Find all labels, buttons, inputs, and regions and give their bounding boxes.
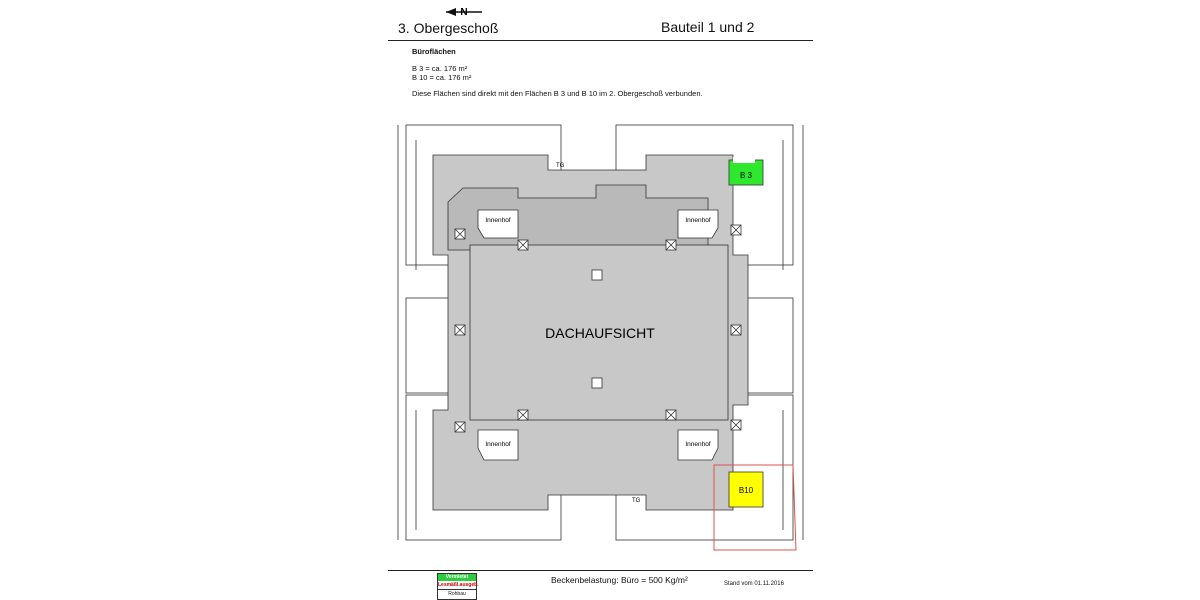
courtyard-label: Innenhof [685,441,710,448]
status-badge-rented: Vermietet [438,574,476,581]
floor-load-text: Beckenbelastung: Büro = 500 Kg/m² [551,575,688,585]
area-b10-line: B 10 = ca. 176 m² [412,73,472,82]
revision-date: Stand vom 01.11.2016 [724,581,784,587]
status-badge-finished: Lesmäßl.ausgeb. [438,582,479,588]
tg-label: TG [556,163,565,169]
tg-label: TG [632,498,641,504]
area-b3-line: B 3 = ca. 176 m² [412,64,468,73]
building-title: Bauteil 1 und 2 [661,19,755,35]
connection-note: Diese Flächen sind direkt mit den Fläche… [412,89,703,98]
roof-view-label: DACHAUFSICHT [545,325,655,341]
courtyard-label: Innenhof [485,441,510,448]
courtyard-label: Innenhof [485,217,510,224]
floor-title: 3. Obergeschoß [398,20,499,36]
unit-b10-highlight: B10 [728,471,764,508]
unit-b3-label: B 3 [740,171,753,180]
status-badge-shell: Rohbau [438,589,476,598]
location-marker-outline [713,464,797,551]
office-areas-heading: Büroflächen [412,47,456,56]
north-arrow-icon: N [446,7,482,18]
unit-b10-label: B10 [739,486,754,495]
skylight-markers [454,224,742,433]
courtyard-label: Innenhof [685,217,710,224]
roof-plan-drawing: Innenhof Innenhof Innenhof Innenhof DACH… [397,124,804,551]
status-badge: Vermietet Lesmäßl.ausgeb. Rohbau [437,573,479,600]
courtyards [477,209,719,461]
north-label: N [460,7,467,18]
unit-b3-highlight: B 3 [728,157,764,186]
header-divider [388,40,813,41]
footer-divider [388,570,813,571]
